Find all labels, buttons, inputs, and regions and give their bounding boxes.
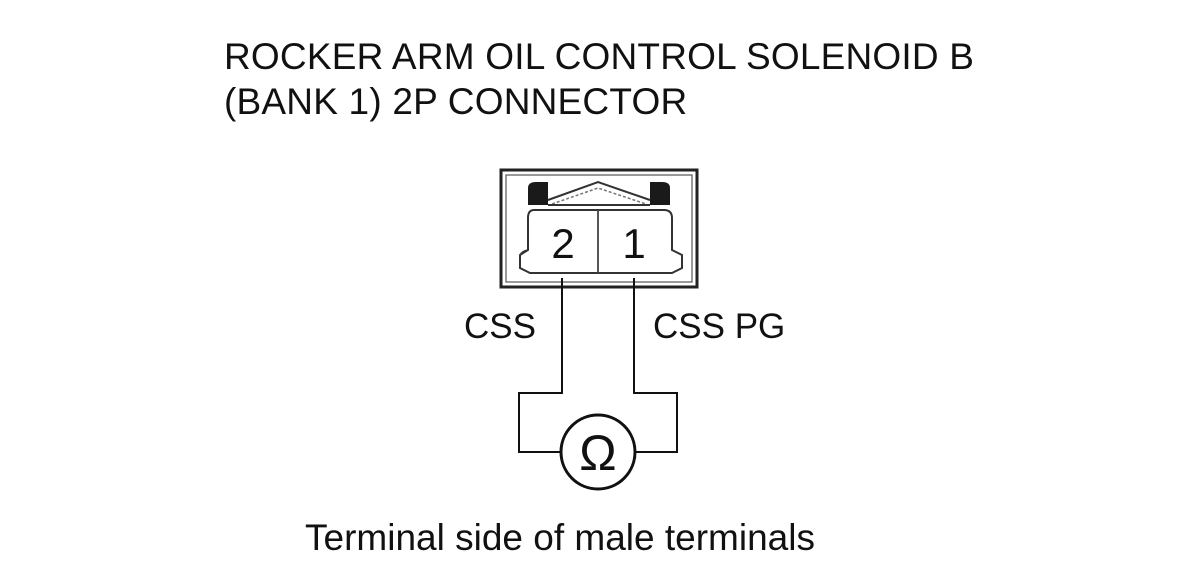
lead-terminal-1 bbox=[633, 278, 678, 453]
terminal-cavity bbox=[519, 209, 683, 274]
terminal-1-signal-label: CSS PG bbox=[653, 307, 786, 346]
terminal-1-number: 1 bbox=[622, 220, 645, 267]
title-line-2: (BANK 1) 2P CONNECTOR bbox=[224, 81, 688, 122]
title-line-1: ROCKER ARM OIL CONTROL SOLENOID B bbox=[224, 36, 975, 77]
ohmmeter-icon: Ω bbox=[559, 413, 637, 491]
test-leads bbox=[518, 278, 678, 453]
connector-latch bbox=[528, 180, 670, 206]
lead-terminal-2 bbox=[518, 278, 563, 453]
view-caption: Terminal side of male terminals bbox=[305, 517, 815, 558]
terminal-2-number: 2 bbox=[551, 220, 574, 267]
diagram-title: ROCKER ARM OIL CONTROL SOLENOID B (BANK … bbox=[224, 34, 974, 124]
ohm-symbol: Ω bbox=[579, 425, 616, 481]
terminal-2-signal-label: CSS bbox=[464, 307, 536, 346]
